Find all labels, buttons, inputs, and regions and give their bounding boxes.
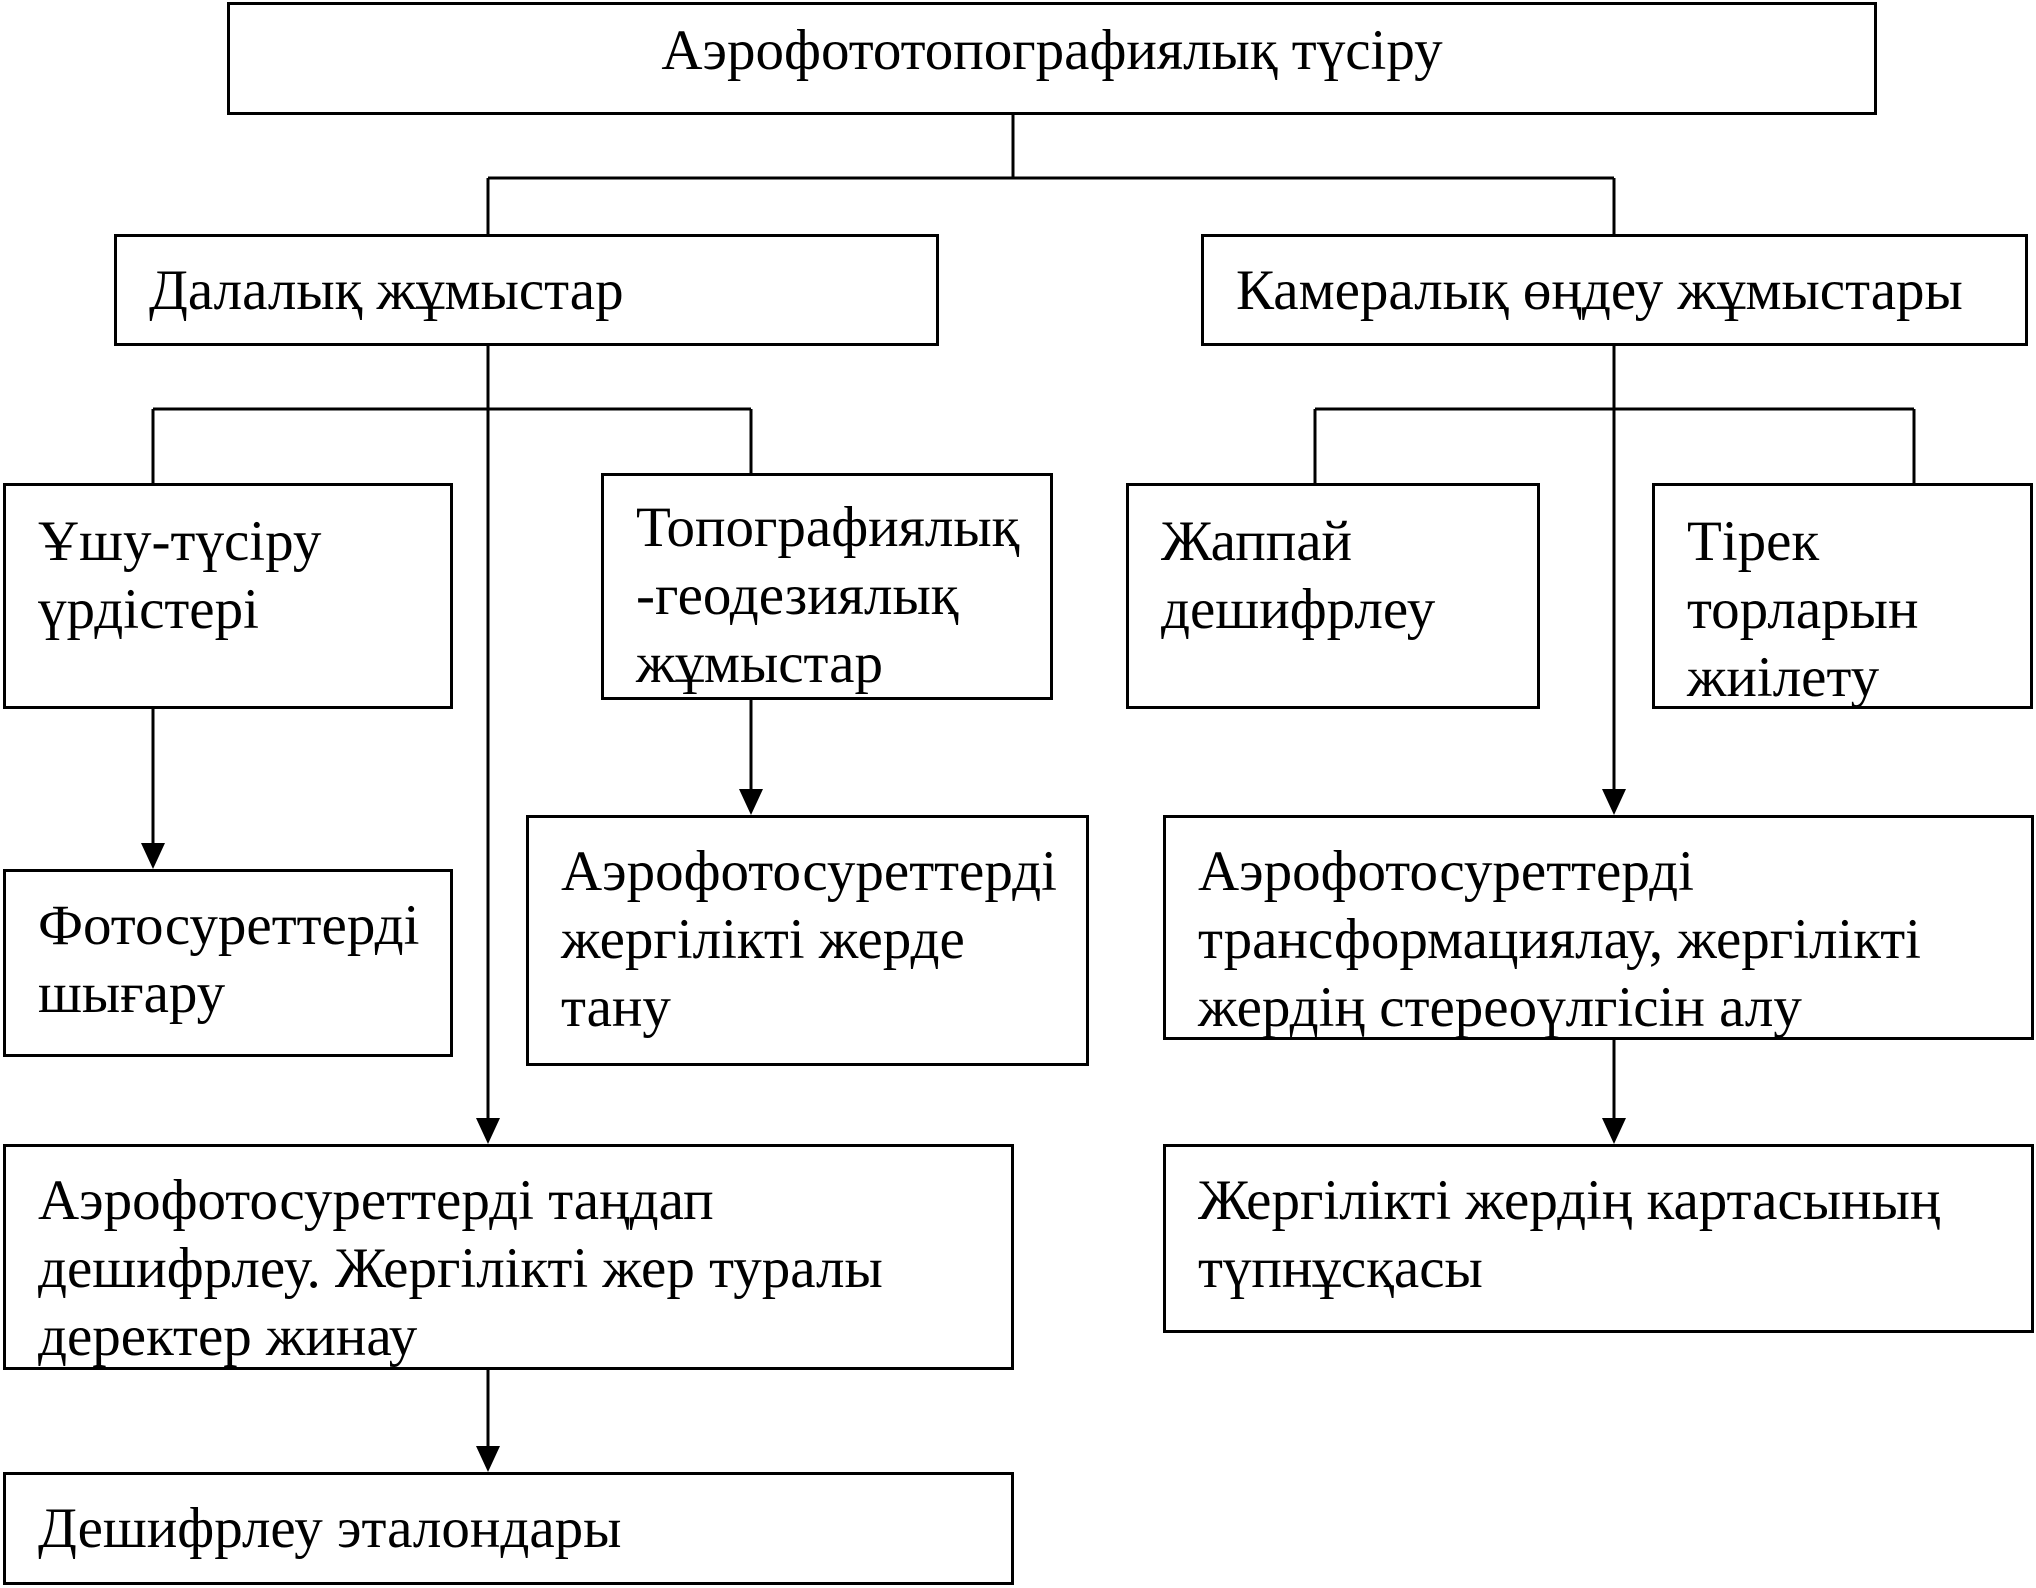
field-works-box: Далалық жұмыстар — [114, 234, 939, 346]
terrain-recognition-box: Аэрофотосуреттерді жергілікті жерде тану — [526, 815, 1089, 1066]
mass-decoding-box: Жаппай дешифрлеу — [1126, 483, 1540, 709]
flight-box: Ұшу-түсіру үрдістері — [3, 483, 453, 709]
arrowhead — [1602, 789, 1626, 815]
field-branch — [151, 407, 753, 483]
office-works-box: Камералық өңдеу жұмыстары — [1201, 234, 2028, 346]
transformation-box: Аэрофотосуреттерді трансформациялау, жер… — [1163, 815, 2034, 1040]
arrowhead — [141, 843, 165, 869]
root-box: Аэрофототопографиялық түсіру — [227, 2, 1877, 115]
photo-output-box: Фотосуреттерді шығару — [3, 869, 453, 1057]
network-densify-box: Тірек торларын жиілету — [1652, 483, 2033, 709]
arrowhead — [1602, 1118, 1626, 1144]
decoding-standards-box: Дешифрлеу эталондары — [3, 1472, 1014, 1585]
arrowhead — [476, 1446, 500, 1472]
arrowhead — [476, 1118, 500, 1144]
topo-geodetic-box: Топографиялық -геодезиялық жұмыстар — [601, 473, 1053, 700]
selective-decoding-box: Аэрофотосуреттерді таңдап дешифрлеу. Жер… — [3, 1144, 1014, 1370]
map-original-box: Жергілікті жердің картасының түпнұсқасы — [1163, 1144, 2034, 1333]
root-connector — [486, 114, 1616, 234]
arrowhead — [739, 789, 763, 815]
